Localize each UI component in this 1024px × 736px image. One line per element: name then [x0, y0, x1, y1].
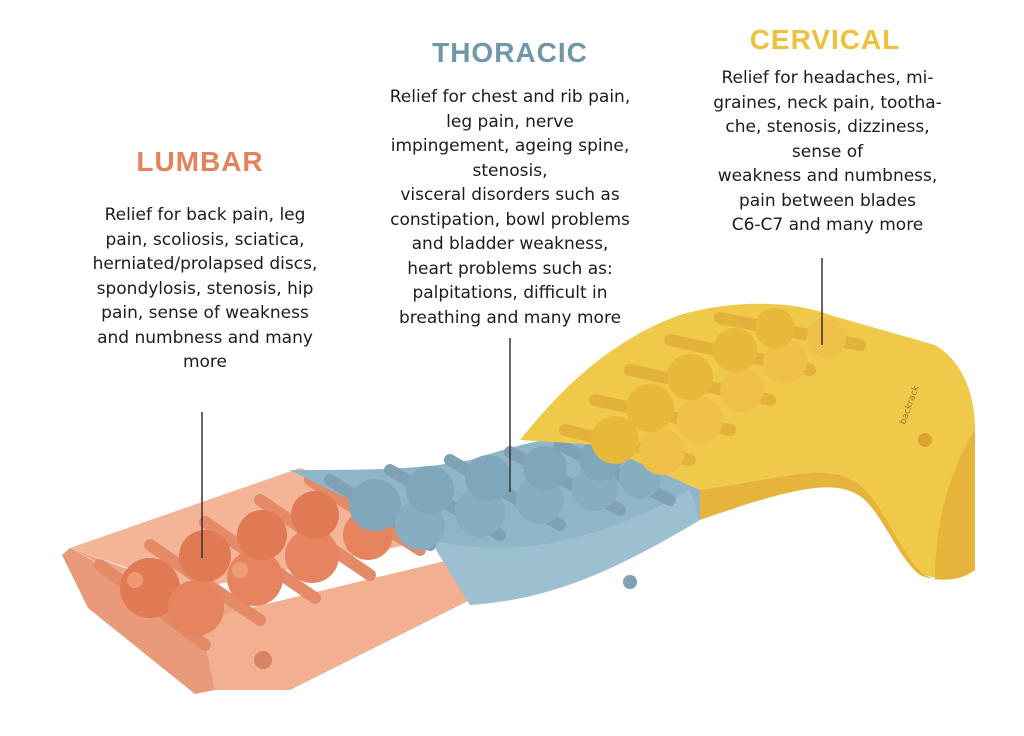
thoracic-section: [290, 438, 700, 605]
cervical-heading: CERVICAL: [749, 24, 901, 55]
leader-lines: [201, 258, 823, 558]
lumbar-heading: LUMBAR: [136, 146, 264, 177]
cervical-section: backrack: [520, 303, 975, 580]
lumbar-section: [62, 468, 470, 694]
cervical-balls: [591, 308, 846, 475]
cervical-side-plate: [700, 430, 975, 580]
cervical-description: Relief for headaches, mi- graines, neck …: [713, 68, 942, 235]
lumbar-balls: [120, 491, 393, 636]
thoracic-front-rail: [430, 490, 700, 605]
lumbar-end-dot: [254, 651, 272, 669]
lumbar-end-plate: [62, 548, 215, 694]
lumbar-description: Relief for back pain, leg pain, scoliosi…: [92, 205, 318, 372]
cervical-end-dot: [918, 433, 932, 447]
thoracic-balls: [349, 439, 661, 550]
thoracic-description: Relief for chest and rib pain, leg pain,…: [389, 87, 631, 328]
thoracic-end-dot: [623, 575, 637, 589]
thoracic-heading: THORACIC: [432, 37, 588, 68]
